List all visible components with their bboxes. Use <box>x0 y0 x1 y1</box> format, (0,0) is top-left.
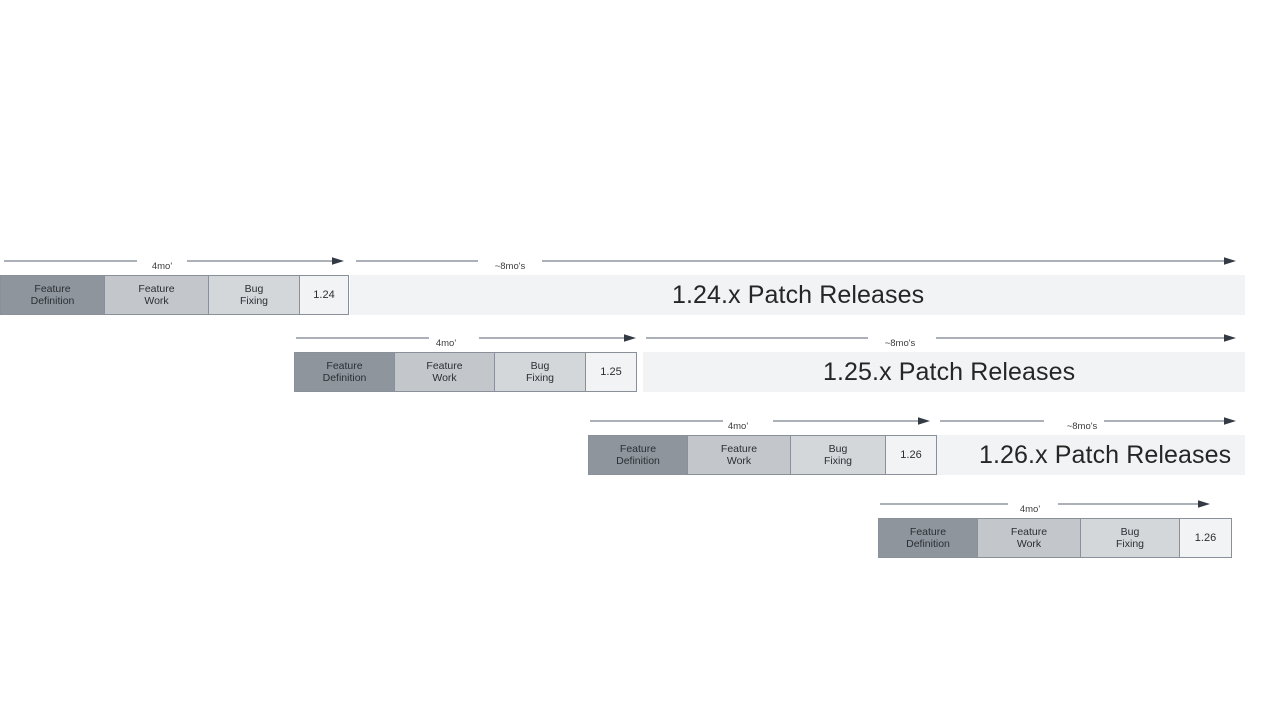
phase-label-line1: Feature <box>1010 525 1048 538</box>
phase-strip-1-24: Feature Definition Feature Work Bug Fixi… <box>0 275 349 315</box>
phase-label-line1: Feature <box>909 525 947 538</box>
phase-label-line2: Definition <box>322 372 367 384</box>
phase-box-bug-fixing-1-26-next[interactable]: Bug Fixing <box>1080 518 1180 558</box>
patch-release-label-1-26: 1.26.x Patch Releases <box>979 440 1232 469</box>
phase-box-feature-work-1-25[interactable]: Feature Work <box>394 352 495 392</box>
patch-release-label-1-25: 1.25.x Patch Releases <box>823 357 1076 386</box>
phase-box-version-1-25[interactable]: 1.25 <box>585 352 637 392</box>
phase-label-line2: Work <box>726 455 752 467</box>
patch-release-band-1-24: 1.24.x Patch Releases <box>350 275 1245 315</box>
phase-label-line1: Feature <box>138 282 175 295</box>
duration-arrow-patch-1-26: ~8mo's <box>940 415 1236 437</box>
version-label: 1.24 <box>313 288 335 301</box>
timeline-row-1-26: 4mo' ~8mo's 1.26.x Patch Releases Featur… <box>0 405 1280 495</box>
duration-label-dev-1-26: 4mo' <box>724 421 752 432</box>
patch-release-label-1-24: 1.24.x Patch Releases <box>672 280 925 309</box>
phase-box-version-1-26-next[interactable]: 1.26 <box>1179 518 1232 558</box>
version-label: 1.25 <box>600 365 622 378</box>
phase-label-line1: Bug <box>530 359 550 372</box>
phase-box-version-1-24[interactable]: 1.24 <box>299 275 349 315</box>
phase-label-line2: Fixing <box>823 455 852 467</box>
timeline-row-1-25: 4mo' ~8mo's 1.25.x Patch Releases Featur… <box>0 322 1280 412</box>
version-label: 1.26 <box>900 448 922 461</box>
duration-arrow-dev-1-24: 4mo' <box>4 255 344 277</box>
duration-arrow-dev-1-25: 4mo' <box>296 332 636 354</box>
phase-label-line2: Definition <box>30 295 75 307</box>
phase-box-feature-work-1-24[interactable]: Feature Work <box>104 275 209 315</box>
phase-label-line2: Definition <box>906 538 950 550</box>
duration-arrow-dev-1-26-next: 4mo' <box>880 498 1210 520</box>
phase-strip-1-26-next: Feature Definition Feature Work Bug Fixi… <box>878 518 1232 558</box>
duration-label-dev-1-24: 4mo' <box>148 261 176 272</box>
phase-box-feature-work-1-26-next[interactable]: Feature Work <box>977 518 1081 558</box>
duration-arrow-patch-1-24: ~8mo's <box>356 255 1236 277</box>
phase-label-line1: Feature <box>426 359 463 372</box>
phase-label-line2: Work <box>432 372 457 384</box>
phase-label-line1: Feature <box>326 359 363 372</box>
duration-label-patch-1-25: ~8mo's <box>881 338 919 349</box>
phase-label-line1: Feature <box>619 442 657 455</box>
version-label: 1.26 <box>1194 531 1217 544</box>
phase-box-bug-fixing-1-25[interactable]: Bug Fixing <box>494 352 586 392</box>
phase-label-line2: Fixing <box>1115 538 1144 550</box>
phase-label-line2: Fixing <box>525 372 554 384</box>
duration-label-dev-1-25: 4mo' <box>432 338 460 349</box>
phase-box-version-1-26[interactable]: 1.26 <box>885 435 937 475</box>
duration-label-patch-1-26: ~8mo's <box>1063 421 1101 432</box>
phase-box-feature-definition-1-26[interactable]: Feature Definition <box>588 435 688 475</box>
phase-box-feature-definition-1-24[interactable]: Feature Definition <box>0 275 105 315</box>
phase-label-line2: Fixing <box>239 295 268 307</box>
duration-label-dev-1-26-next: 4mo' <box>1016 504 1044 515</box>
phase-label-line2: Work <box>1016 538 1042 550</box>
phase-box-feature-definition-1-26-next[interactable]: Feature Definition <box>878 518 978 558</box>
duration-label-patch-1-24: ~8mo's <box>491 261 529 272</box>
patch-release-band-1-26: 1.26.x Patch Releases <box>935 435 1245 475</box>
timeline-row-1-26-next: 4mo' Feature Definition Feature Work Bug… <box>0 488 1280 578</box>
phase-label-line1: Bug <box>828 442 848 455</box>
phase-label-line2: Definition <box>616 455 660 467</box>
phase-label-line2: Work <box>144 295 169 307</box>
phase-strip-1-26: Feature Definition Feature Work Bug Fixi… <box>588 435 937 475</box>
patch-release-band-1-25: 1.25.x Patch Releases <box>643 352 1245 392</box>
phase-strip-1-25: Feature Definition Feature Work Bug Fixi… <box>294 352 637 392</box>
timeline-row-1-24: 4mo' ~8mo's 1.24.x Patch Releases Featur… <box>0 245 1280 335</box>
phase-label-line1: Bug <box>1120 525 1140 538</box>
phase-box-bug-fixing-1-24[interactable]: Bug Fixing <box>208 275 300 315</box>
phase-box-feature-work-1-26[interactable]: Feature Work <box>687 435 791 475</box>
phase-label-line1: Bug <box>244 282 264 295</box>
phase-label-line1: Feature <box>34 282 71 295</box>
duration-arrow-patch-1-25: ~8mo's <box>646 332 1236 354</box>
duration-arrow-dev-1-26: 4mo' <box>590 415 930 437</box>
phase-label-line1: Feature <box>720 442 758 455</box>
phase-box-feature-definition-1-25[interactable]: Feature Definition <box>294 352 395 392</box>
phase-box-bug-fixing-1-26[interactable]: Bug Fixing <box>790 435 886 475</box>
